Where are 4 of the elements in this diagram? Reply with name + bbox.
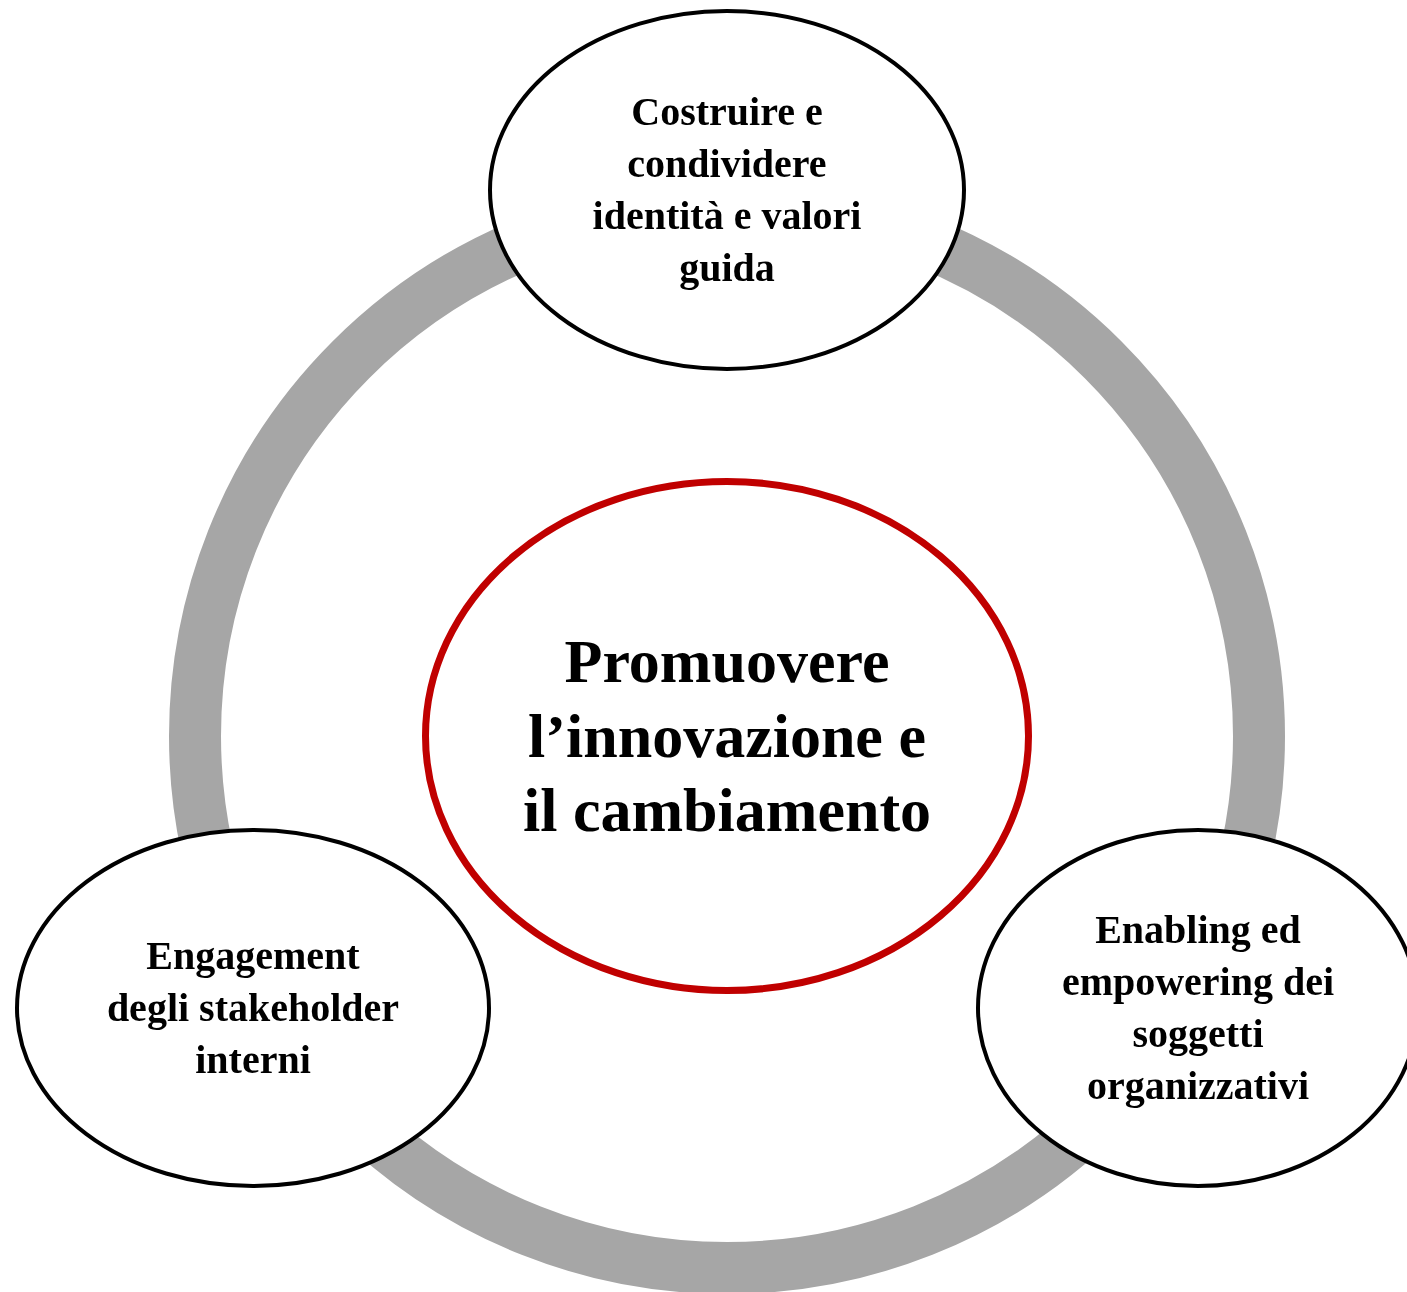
node-label: Enabling ed empowering dei soggetti organizzativi [1060,906,1336,1110]
node-label: Promuovere l’innovazione e il cambiamento [521,626,933,847]
node-label: Engagement degli stakeholder interni [105,932,401,1084]
node-label: Costruire e condividere identità e valori guida [591,88,863,292]
